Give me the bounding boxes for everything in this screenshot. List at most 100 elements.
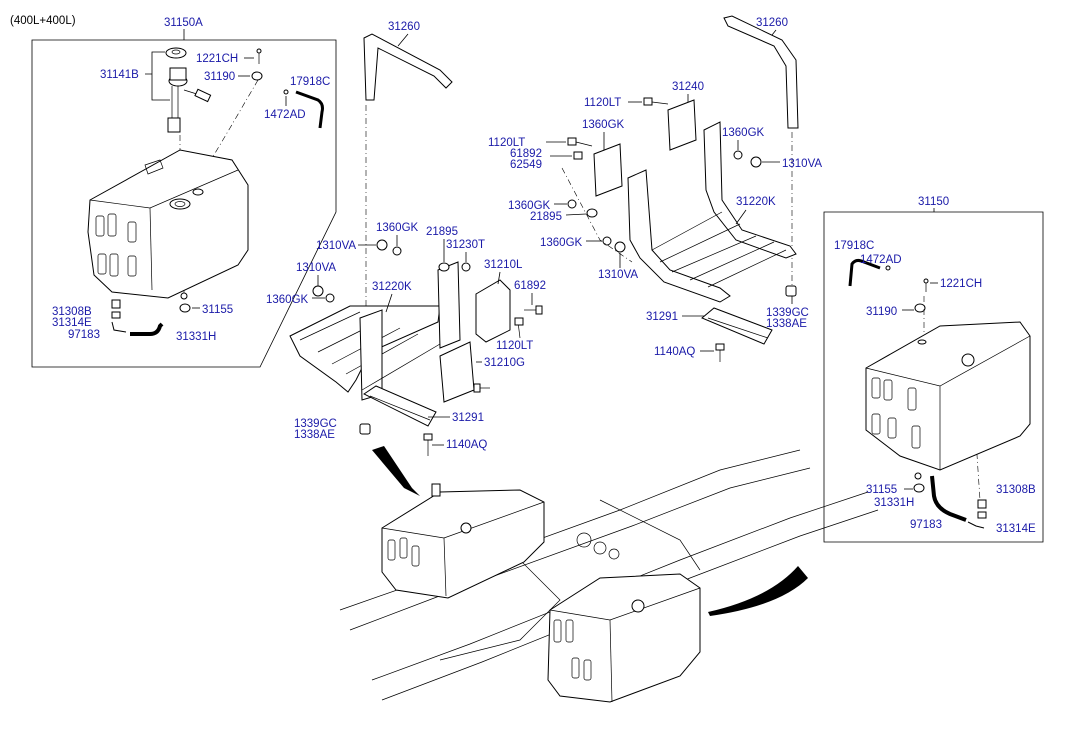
bushing-1339GC-left xyxy=(359,423,371,435)
plate-31210L xyxy=(475,279,511,343)
callout-31220K-right[interactable]: 31220K xyxy=(736,196,776,208)
washer-1310VA-c xyxy=(750,156,762,168)
callout-31331H-right[interactable]: 31331H xyxy=(874,497,914,509)
fuel-tank-left xyxy=(87,149,249,299)
callout-61892-a[interactable]: 61892 xyxy=(514,280,546,292)
callout-31150[interactable]: 31150 xyxy=(918,196,949,208)
callout-61892-b[interactable]: 61892 xyxy=(510,148,542,160)
hose-17918C-left xyxy=(295,90,324,129)
callout-1360GK-f[interactable]: 1360GK xyxy=(540,237,583,249)
callout-21895-b[interactable]: 21895 xyxy=(530,211,562,223)
callout-1338AE-right[interactable]: 1338AE xyxy=(766,318,807,330)
callout-1360GK-b[interactable]: 1360GK xyxy=(266,294,309,306)
screw-1221CH-right xyxy=(923,278,929,292)
callout-31190-right[interactable]: 31190 xyxy=(866,306,897,318)
strap-31260-right xyxy=(723,15,799,129)
clip-31190-left xyxy=(251,71,263,81)
part-31230T xyxy=(461,262,471,272)
callout-31190-left[interactable]: 31190 xyxy=(204,71,235,83)
rail-31291-left xyxy=(363,385,437,427)
screw-1221CH-left xyxy=(256,48,262,64)
callout-1360GK-a[interactable]: 1360GK xyxy=(376,222,419,234)
bolt-1120LT-b xyxy=(643,97,669,106)
bolt-1120LT-a xyxy=(514,317,524,339)
callout-31314E-left[interactable]: 31314E xyxy=(52,317,92,329)
callout-1310VA-c[interactable]: 1310VA xyxy=(782,158,822,170)
callout-31308B-left[interactable]: 31308B xyxy=(52,306,92,318)
callout-1140AQ-left[interactable]: 1140AQ xyxy=(446,439,487,451)
callout-1360GK-e[interactable]: 1360GK xyxy=(508,200,551,212)
callout-31308B-right[interactable]: 31308B xyxy=(996,484,1036,496)
plate-1360GK-c xyxy=(593,143,623,197)
variant-label: (400L+400L) xyxy=(10,15,76,27)
callout-1338AE-left[interactable]: 1338AE xyxy=(294,429,335,441)
drain-hose-31331H-left xyxy=(130,322,164,336)
nut-1360GK-f xyxy=(602,236,612,246)
callout-31210G[interactable]: 31210G xyxy=(484,357,525,369)
nut-1360GK-a xyxy=(392,246,402,256)
bolt-61892-a xyxy=(524,305,543,315)
nut-1360GK-e xyxy=(567,199,577,209)
callout-1472AD-right[interactable]: 1472AD xyxy=(860,254,902,266)
callout-97183-left[interactable]: 97183 xyxy=(68,329,100,341)
callout-1221CH-right[interactable]: 1221CH xyxy=(940,278,982,290)
bushing-21895-b xyxy=(586,208,598,218)
callout-1360GK-c-label[interactable]: 1360GK xyxy=(582,119,625,131)
callout-31141B[interactable]: 31141B xyxy=(100,69,139,81)
callout-31150A[interactable]: 31150A xyxy=(164,17,203,29)
callout-97183-right[interactable]: 97183 xyxy=(910,519,942,531)
left-assembly-frame xyxy=(31,39,337,368)
callout-31155-left[interactable]: 31155 xyxy=(202,304,233,316)
nut-1360GK-d xyxy=(733,150,743,160)
callout-31240[interactable]: 31240 xyxy=(672,81,704,93)
tank-installed-front xyxy=(381,483,545,599)
callout-1472AD-left[interactable]: 1472AD xyxy=(264,109,306,121)
bolts-right-plate xyxy=(567,137,593,160)
bushing-1339GC-right xyxy=(785,285,797,297)
bolt-1140AQ-right xyxy=(715,343,725,362)
callout-31314E-right[interactable]: 31314E xyxy=(996,523,1036,535)
callout-31260-left[interactable]: 31260 xyxy=(388,21,420,33)
callout-1310VA-b[interactable]: 1310VA xyxy=(296,262,336,274)
callout-1360GK-d[interactable]: 1360GK xyxy=(722,127,765,139)
callout-31220K-left[interactable]: 31220K xyxy=(372,281,412,293)
washer-1310VA-b xyxy=(312,285,324,297)
arrow-left-tank xyxy=(372,446,420,496)
callout-31210L[interactable]: 31210L xyxy=(484,259,523,271)
strap-31260-left xyxy=(363,33,453,101)
callout-1310VA-d[interactable]: 1310VA xyxy=(598,269,638,281)
callout-62549[interactable]: 62549 xyxy=(510,159,542,171)
callout-21895-a[interactable]: 21895 xyxy=(426,226,458,238)
callout-1120LT-c[interactable]: 1120LT xyxy=(488,137,525,149)
nut-1360GK-b xyxy=(325,293,335,303)
clamp-1472AD-left xyxy=(283,89,289,95)
callout-31155-right[interactable]: 31155 xyxy=(866,484,897,496)
bolt-31210G xyxy=(473,383,490,393)
clamp-1472AD-right xyxy=(885,265,891,271)
callout-31291-left[interactable]: 31291 xyxy=(452,412,484,424)
fuel-sender-unit xyxy=(165,47,212,133)
plate-31210G xyxy=(439,341,475,403)
callout-31260-right[interactable]: 31260 xyxy=(756,17,788,29)
callout-1339GC-right[interactable]: 1339GC xyxy=(766,307,809,319)
plate-31240 xyxy=(667,99,697,151)
clip-31190-right xyxy=(914,303,926,313)
callout-31291-right[interactable]: 31291 xyxy=(646,311,678,323)
callout-31331H-left[interactable]: 31331H xyxy=(176,331,216,343)
callout-31230T[interactable]: 31230T xyxy=(446,239,485,251)
bolt-1140AQ-left xyxy=(423,433,433,456)
callout-1140AQ-right[interactable]: 1140AQ xyxy=(654,346,695,358)
callout-17918C-right[interactable]: 17918C xyxy=(834,240,874,252)
callout-1221CH-left[interactable]: 1221CH xyxy=(196,53,238,65)
callout-1339GC-left[interactable]: 1339GC xyxy=(294,418,337,430)
right-assembly-frame xyxy=(823,211,1044,543)
callout-17918C-left[interactable]: 17918C xyxy=(290,76,330,88)
drain-fittings-right xyxy=(967,499,987,529)
arrow-right-tank xyxy=(708,566,808,616)
callout-1120LT-b[interactable]: 1120LT xyxy=(584,97,621,109)
hose-17918C-right xyxy=(848,258,881,287)
callout-1120LT-a[interactable]: 1120LT xyxy=(496,340,533,352)
callout-1310VA-a[interactable]: 1310VA xyxy=(316,240,356,252)
